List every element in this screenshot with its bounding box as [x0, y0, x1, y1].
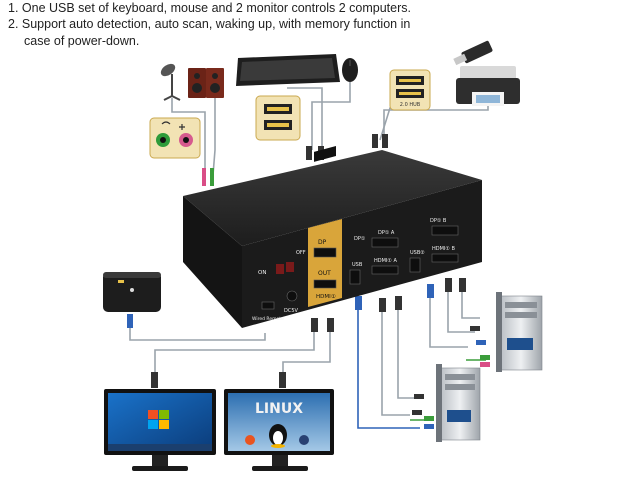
- computer-b: [436, 364, 481, 442]
- label-hdmi-a: HDMI① A: [374, 258, 397, 264]
- plug-pc-b-hdmi: [379, 298, 386, 312]
- monitor-1: [104, 389, 216, 471]
- label-dp-a: DP① A: [378, 230, 395, 236]
- computer-a: [496, 292, 543, 372]
- label-off: OFF: [296, 250, 306, 256]
- plug-monitor-2: [279, 372, 286, 388]
- plug-hub: [372, 134, 378, 148]
- tux-penguin-icon: [269, 424, 287, 448]
- windows-logo-icon: [148, 410, 169, 429]
- linux-screen-text: LINUX: [255, 401, 303, 417]
- mouse-icon: [342, 58, 358, 82]
- hub-label: 2.0 HUB: [400, 102, 421, 108]
- label-out: OUT: [318, 270, 331, 277]
- note-line-1: 1. One USB set of keyboard, mouse and 2 …: [8, 1, 411, 15]
- keyboard-icon: [236, 54, 340, 86]
- plug-speaker: [210, 168, 214, 186]
- cable-mic: [171, 98, 206, 175]
- plug-pc-a-hdmi: [445, 278, 452, 292]
- fedora-logo-icon: [299, 435, 309, 445]
- cable-pc-a-usb: [461, 283, 480, 319]
- label-usb-b: USB②: [410, 250, 425, 256]
- cable-pc-a-dp: [429, 288, 468, 348]
- label-dp-b: DP① B: [430, 218, 447, 224]
- plug-monitor-1: [151, 372, 158, 388]
- pc-b-plugs: [412, 394, 434, 429]
- printer-icon: [456, 66, 520, 106]
- cable-monitor-2: [282, 330, 331, 378]
- audio-port-callout: [149, 117, 201, 159]
- pc-a-plugs: [470, 326, 490, 367]
- cable-keyboard: [287, 87, 323, 150]
- kvm-switch: [183, 145, 482, 328]
- label-dp1: DP①: [354, 236, 366, 242]
- kvm-port-labels: DP OUT HDMI① OFF ON USB HDMI① A DP① DP① …: [252, 218, 455, 322]
- speaker-icon: [188, 68, 224, 98]
- monitor-2: LINUX: [224, 389, 334, 471]
- plug-pc-a-usb: [459, 278, 466, 292]
- label-dc: DC5V: [284, 308, 299, 314]
- plug-pc-b-usb: [395, 296, 402, 310]
- note-line-2: 2. Support auto detection, auto scan, wa…: [8, 17, 411, 31]
- plug-mic: [202, 168, 206, 186]
- wired-remote: [103, 272, 161, 312]
- plug-printer: [382, 134, 388, 148]
- cable-pc-b-dp: [357, 300, 420, 429]
- plug-pc-a-dp: [427, 284, 434, 298]
- plug-hdmi-out-1: [311, 318, 318, 332]
- usb-hub-callout: 2.0 HUB: [389, 69, 431, 111]
- microphone-icon: [160, 63, 181, 101]
- cable-monitor-1: [154, 330, 315, 378]
- kvm-ports: [261, 225, 459, 310]
- label-on: ON: [258, 270, 266, 276]
- cable-speaker: [212, 97, 216, 176]
- label-dp: DP: [318, 239, 327, 246]
- usb-flash-drive-icon: [453, 40, 493, 66]
- plug-pc-b-dp: [355, 296, 362, 310]
- cable-pc-b-hdmi: [381, 306, 410, 416]
- label-wired-remote: Wired Remote: [252, 316, 284, 322]
- plug-hdmi-out-2: [327, 318, 334, 332]
- label-hdmi-b: HDMI① B: [432, 246, 455, 252]
- usb-port-callout: [255, 95, 301, 141]
- cable-pc-b-usb: [397, 300, 416, 399]
- cable-mouse: [311, 82, 351, 150]
- plug-mouse: [306, 146, 312, 160]
- cable-remote: [129, 318, 266, 341]
- cable-pc-a-hdmi: [447, 283, 475, 333]
- ubuntu-logo-icon: [245, 435, 255, 445]
- plug-remote: [127, 314, 133, 328]
- label-usb-a: USB: [352, 262, 363, 268]
- label-hdmi: HDMI①: [316, 294, 336, 300]
- note-line-3: case of power-down.: [24, 34, 140, 48]
